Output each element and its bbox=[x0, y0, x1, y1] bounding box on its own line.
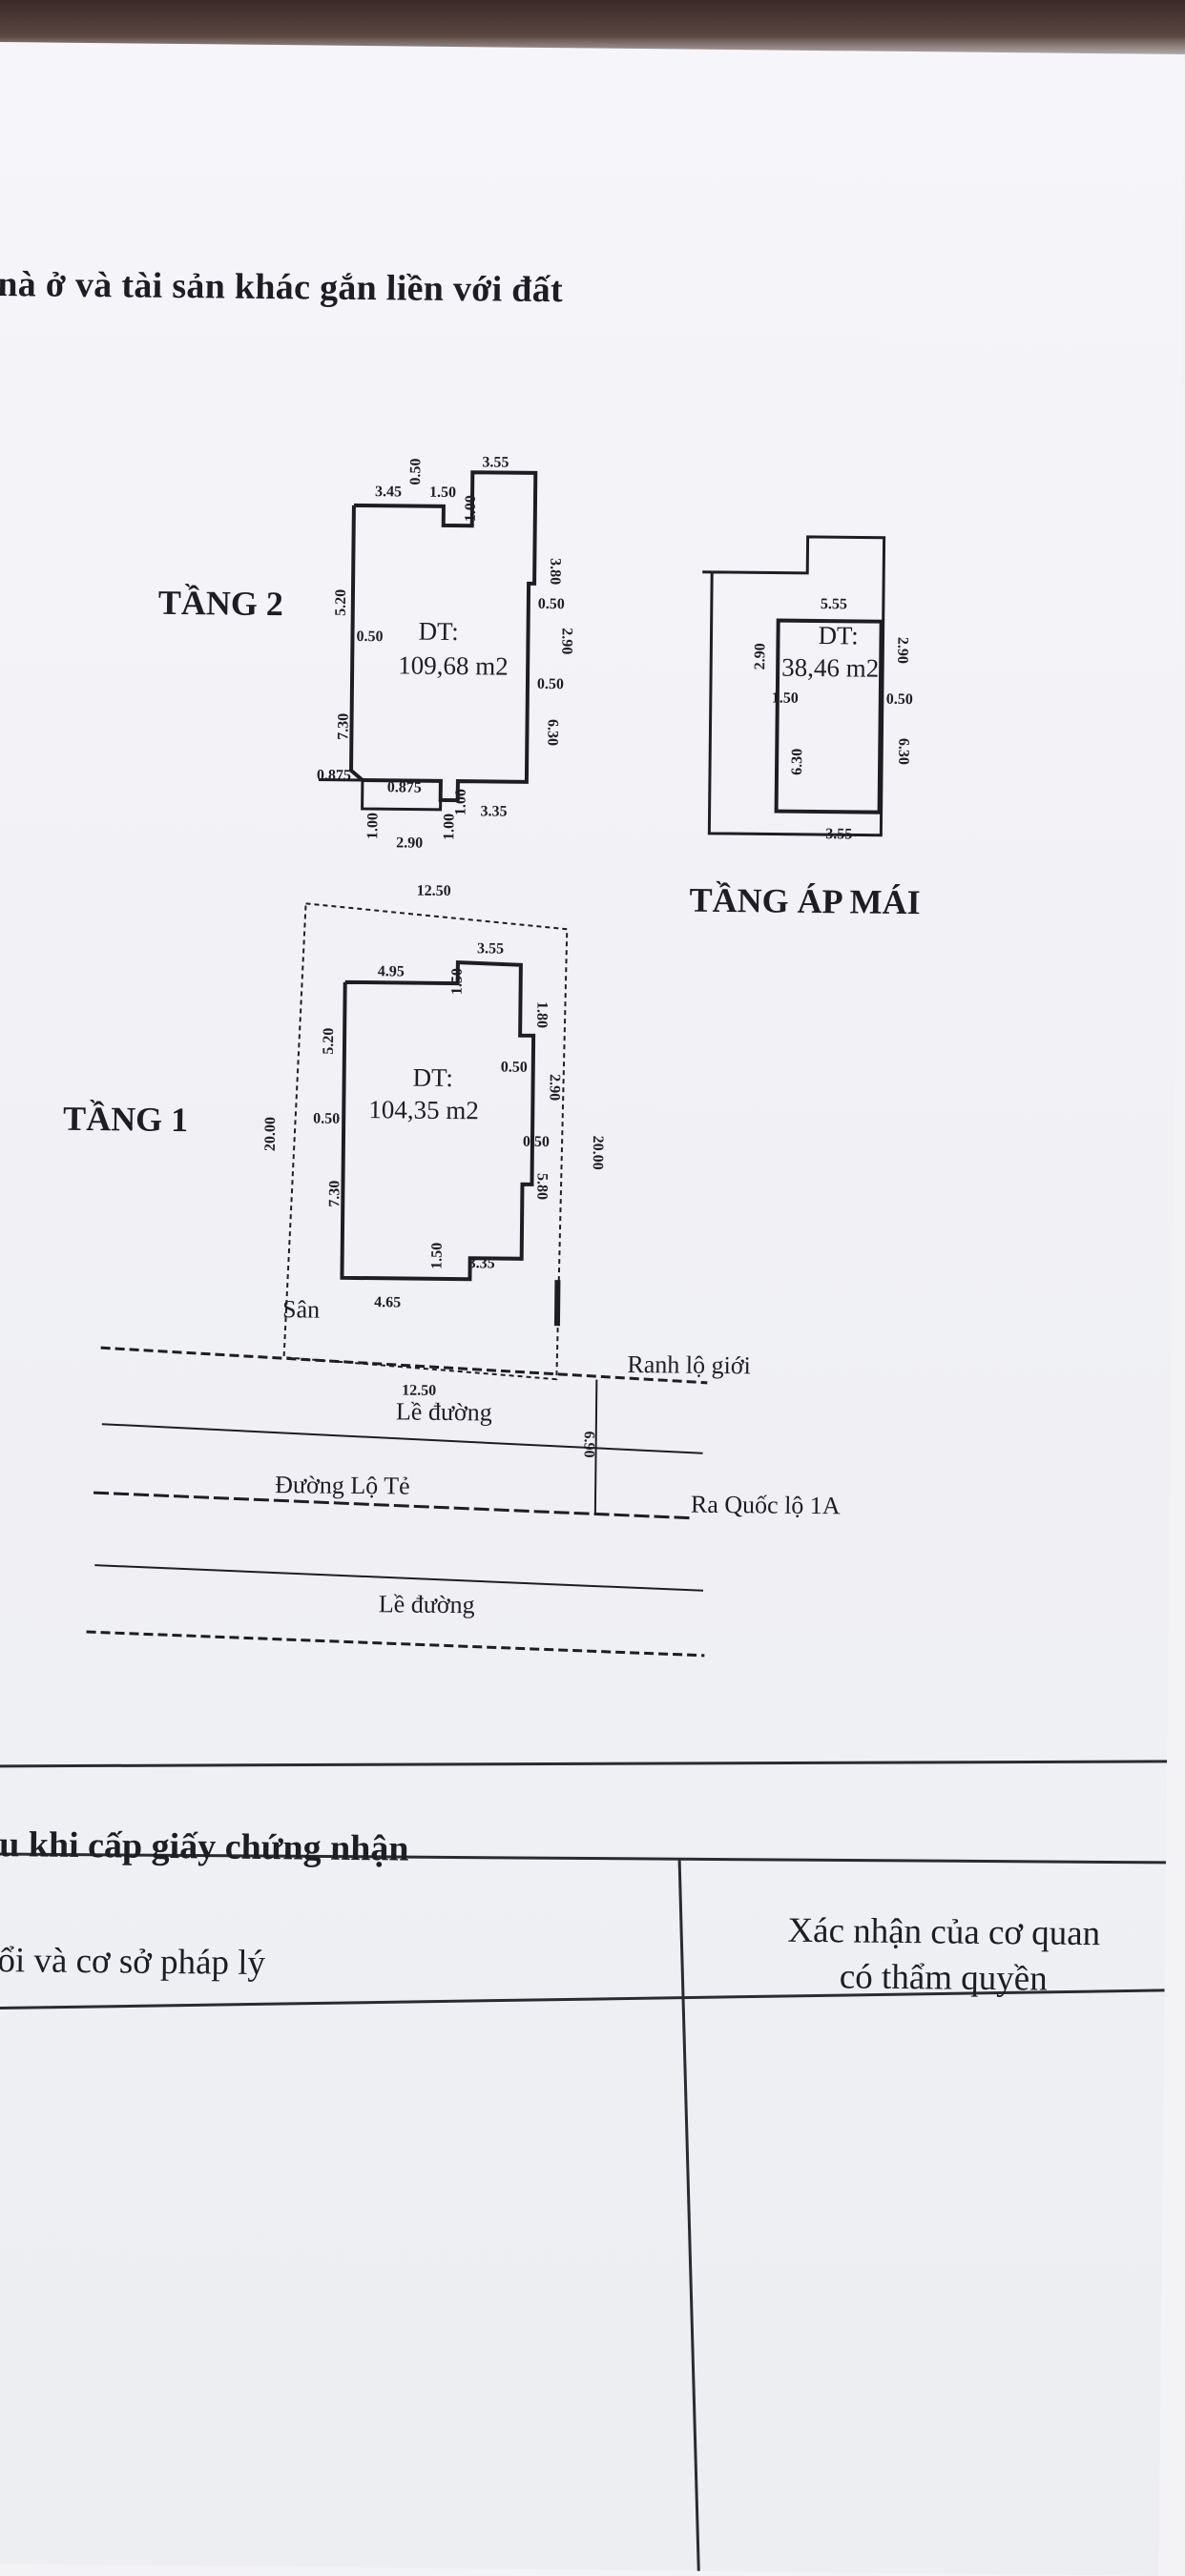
authority-header-line1: Xác nhận của cơ quan bbox=[787, 1910, 1101, 1954]
dim-label: 0.50 bbox=[523, 1134, 550, 1150]
dim-label: 0.50 bbox=[538, 596, 565, 612]
dim-label: 12.50 bbox=[417, 883, 451, 899]
dim-label: 4.95 bbox=[378, 963, 405, 979]
dim-label: 7.30 bbox=[326, 1181, 343, 1207]
authority-header-line2: có thẩm quyền bbox=[839, 1957, 1048, 1999]
dim-label: 12.50 bbox=[402, 1382, 436, 1398]
dim-label: 0.50 bbox=[313, 1110, 340, 1126]
floor1-area-prefix: DT: bbox=[412, 1063, 452, 1092]
dim-label: 2.90 bbox=[546, 1074, 562, 1101]
dim-label: 4.65 bbox=[374, 1294, 401, 1310]
dim-label: 1.00 bbox=[463, 495, 479, 522]
sidewalk-bottom-label: Lề đường bbox=[379, 1590, 475, 1618]
dim-label: 20.00 bbox=[262, 1117, 279, 1151]
dim-label: 6.90 bbox=[580, 1431, 596, 1457]
dim-label: 5.80 bbox=[533, 1173, 550, 1200]
sidewalk-top-label: Lề đường bbox=[396, 1397, 492, 1426]
certificate-page: nà ở và tài sản khác gắn liền với đất TẦ… bbox=[0, 42, 1185, 2576]
floor2-area-prefix: DT: bbox=[418, 617, 458, 646]
dim-label: 1.00 bbox=[364, 813, 381, 839]
dim-label: 1.00 bbox=[453, 789, 469, 815]
dim-label: 3.80 bbox=[547, 558, 563, 585]
floor-plan-drawing: TẦNG 2 3.55 3.45 1.50 0.50 1.00 3.80 5.2… bbox=[63, 454, 921, 1658]
dim-label: 0.875 bbox=[387, 779, 422, 795]
roof-area-value: 38,46 m2 bbox=[781, 653, 879, 683]
dim-label: 2.90 bbox=[558, 628, 574, 654]
dim-label: 1.50 bbox=[429, 1243, 446, 1269]
dim-label: 3.55 bbox=[825, 826, 852, 842]
changes-section-title: au khi cấp giấy chứng nhận bbox=[0, 1824, 409, 1869]
highway-direction-label: Ra Quốc lộ 1A bbox=[691, 1491, 841, 1520]
dim-label: 0.50 bbox=[356, 629, 383, 645]
floor2-label: TẦNG 2 bbox=[158, 584, 283, 623]
changes-table-grid bbox=[0, 1760, 1168, 2571]
dim-label: 2.90 bbox=[752, 643, 768, 670]
dim-label: 3.55 bbox=[482, 454, 509, 470]
changes-column-header: đổi và cơ sở pháp lý bbox=[0, 1940, 266, 1984]
dim-label: 0.50 bbox=[537, 676, 564, 692]
floor1-label: TẦNG 1 bbox=[63, 1100, 188, 1139]
gate-mark bbox=[553, 1280, 561, 1327]
dim-label: 6.30 bbox=[544, 719, 560, 746]
dim-label: 3.55 bbox=[477, 940, 504, 957]
dim-label: 0.50 bbox=[407, 459, 424, 485]
lot-boundary bbox=[282, 902, 569, 1381]
road-label: Đường Lộ Tẻ bbox=[275, 1471, 410, 1499]
boundary-line-far bbox=[86, 1630, 705, 1658]
floor2-outline bbox=[318, 470, 538, 812]
dim-label: 2.90 bbox=[894, 637, 910, 664]
dim-label: 3.35 bbox=[480, 803, 507, 819]
roof-outline bbox=[702, 535, 886, 837]
dim-label: 20.00 bbox=[590, 1136, 606, 1170]
floor1-dimensions: 12.50 3.55 4.95 1.50 1.80 5.20 0.50 0.50… bbox=[262, 883, 606, 1458]
dim-label: 7.30 bbox=[335, 713, 351, 740]
dim-label: 1.80 bbox=[533, 1001, 550, 1028]
dim-label: 1.50 bbox=[449, 968, 466, 995]
roof-dimensions: 5.55 2.90 2.90 1.50 0.50 6.30 6.30 3.55 bbox=[752, 596, 913, 842]
dim-label: 6.30 bbox=[789, 749, 805, 775]
roof-area-prefix: DT: bbox=[818, 621, 858, 649]
dim-label: 0.50 bbox=[886, 691, 913, 708]
dim-label: 1.50 bbox=[772, 690, 799, 707]
floor1-area-value: 104,35 m2 bbox=[368, 1095, 479, 1124]
dim-label: 5.20 bbox=[333, 589, 349, 616]
dim-label: 0.875 bbox=[317, 768, 351, 784]
dim-label: 1.50 bbox=[429, 484, 456, 501]
dim-label: 1.00 bbox=[441, 814, 457, 840]
dim-label: 0.50 bbox=[501, 1060, 528, 1076]
curb-line-bottom bbox=[94, 1564, 704, 1592]
boundary-line bbox=[100, 1346, 708, 1385]
authority-confirmation-header: Xác nhận của cơ quan có thẩm quyền bbox=[715, 1907, 1174, 2004]
curb-line-top bbox=[101, 1423, 703, 1454]
boundary-label: Ranh lộ giới bbox=[627, 1350, 751, 1379]
yard-label: Sân bbox=[282, 1295, 320, 1323]
dim-label: 3.45 bbox=[375, 484, 402, 500]
dim-label: 5.55 bbox=[821, 596, 847, 612]
dim-label: 6.30 bbox=[895, 738, 911, 765]
floor2-area-value: 109,68 m2 bbox=[398, 650, 509, 680]
roof-label: TẦNG ÁP MÁI bbox=[689, 881, 920, 922]
floor1-outline bbox=[340, 959, 536, 1282]
floor2-dimensions: 3.55 3.45 1.50 0.50 1.00 3.80 5.20 0.50 … bbox=[317, 454, 575, 851]
dim-label: 5.20 bbox=[321, 1028, 337, 1055]
dim-label: 2.90 bbox=[396, 835, 423, 851]
dim-label: 3.35 bbox=[468, 1255, 495, 1271]
